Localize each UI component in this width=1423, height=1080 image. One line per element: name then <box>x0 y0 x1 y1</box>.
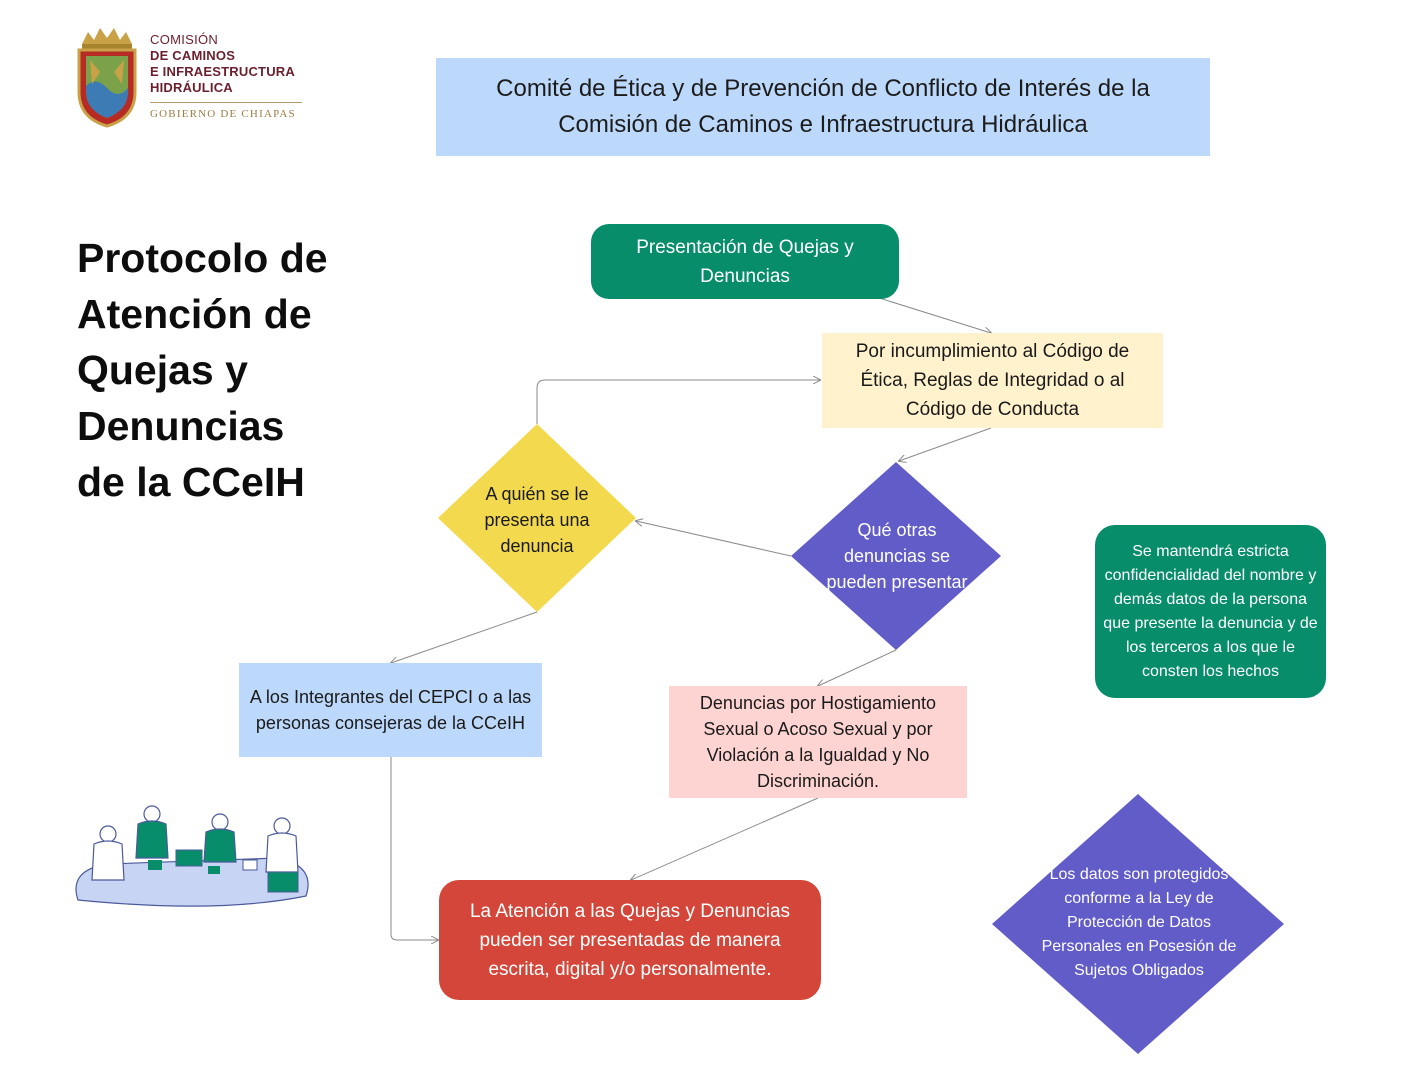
diamond-datos <box>992 794 1284 1054</box>
node-quien: A quién se le presenta una denuncia <box>484 484 590 556</box>
node-codigo: Por incumplimiento al Código de Ética, R… <box>822 333 1163 428</box>
connector-otras-hostig <box>818 649 897 686</box>
connector-codigo-otras <box>899 427 992 461</box>
government-logo-text: COMISIÓN DE CAMINOS E INFRAESTRUCTURA HI… <box>150 32 295 96</box>
node-confidencialidad: Se mantendrá estricta confidencialidad d… <box>1095 525 1326 698</box>
government-logo-emblem <box>74 26 140 128</box>
committee-header: Comité de Ética y de Prevención de Confl… <box>436 58 1210 156</box>
connector-quien-codigo <box>536 380 820 424</box>
node-presentacion: Presentación de Quejas y Denuncias <box>591 224 899 299</box>
connector-start-codigo <box>875 296 991 333</box>
logo-divider <box>150 102 302 103</box>
team-illustration <box>68 800 318 915</box>
connector-otras-quien <box>636 521 792 557</box>
node-hostigamiento: Denuncias por Hostigamiento Sexual o Aco… <box>669 686 967 798</box>
page-title: Protocolo de Atención de Quejas y Denunc… <box>77 235 328 505</box>
logo-line-2: DE CAMINOS <box>150 48 236 63</box>
node-cepci: A los Integrantes del CEPCI o a las pers… <box>239 663 542 757</box>
logo-line-4: HIDRÁULICA <box>150 80 233 95</box>
connector-cepci-atencion <box>390 757 438 940</box>
diamond-quien <box>438 424 636 612</box>
diamond-otras <box>791 462 1001 650</box>
logo-line-1: COMISIÓN <box>150 32 219 47</box>
node-otras-denuncias: Qué otras denuncias se pueden presentar <box>826 520 968 592</box>
node-datos-protegidos: Los datos son protegidos conforme a la L… <box>1041 866 1237 979</box>
logo-line-3: E INFRAESTRUCTURA <box>150 64 295 79</box>
logo-government: GOBIERNO DE CHIAPAS <box>150 108 296 120</box>
node-atencion: La Atención a las Quejas y Denuncias pue… <box>439 880 821 1000</box>
connector-quien-cepci <box>391 611 538 663</box>
connector-hostig-atencion <box>631 797 819 880</box>
